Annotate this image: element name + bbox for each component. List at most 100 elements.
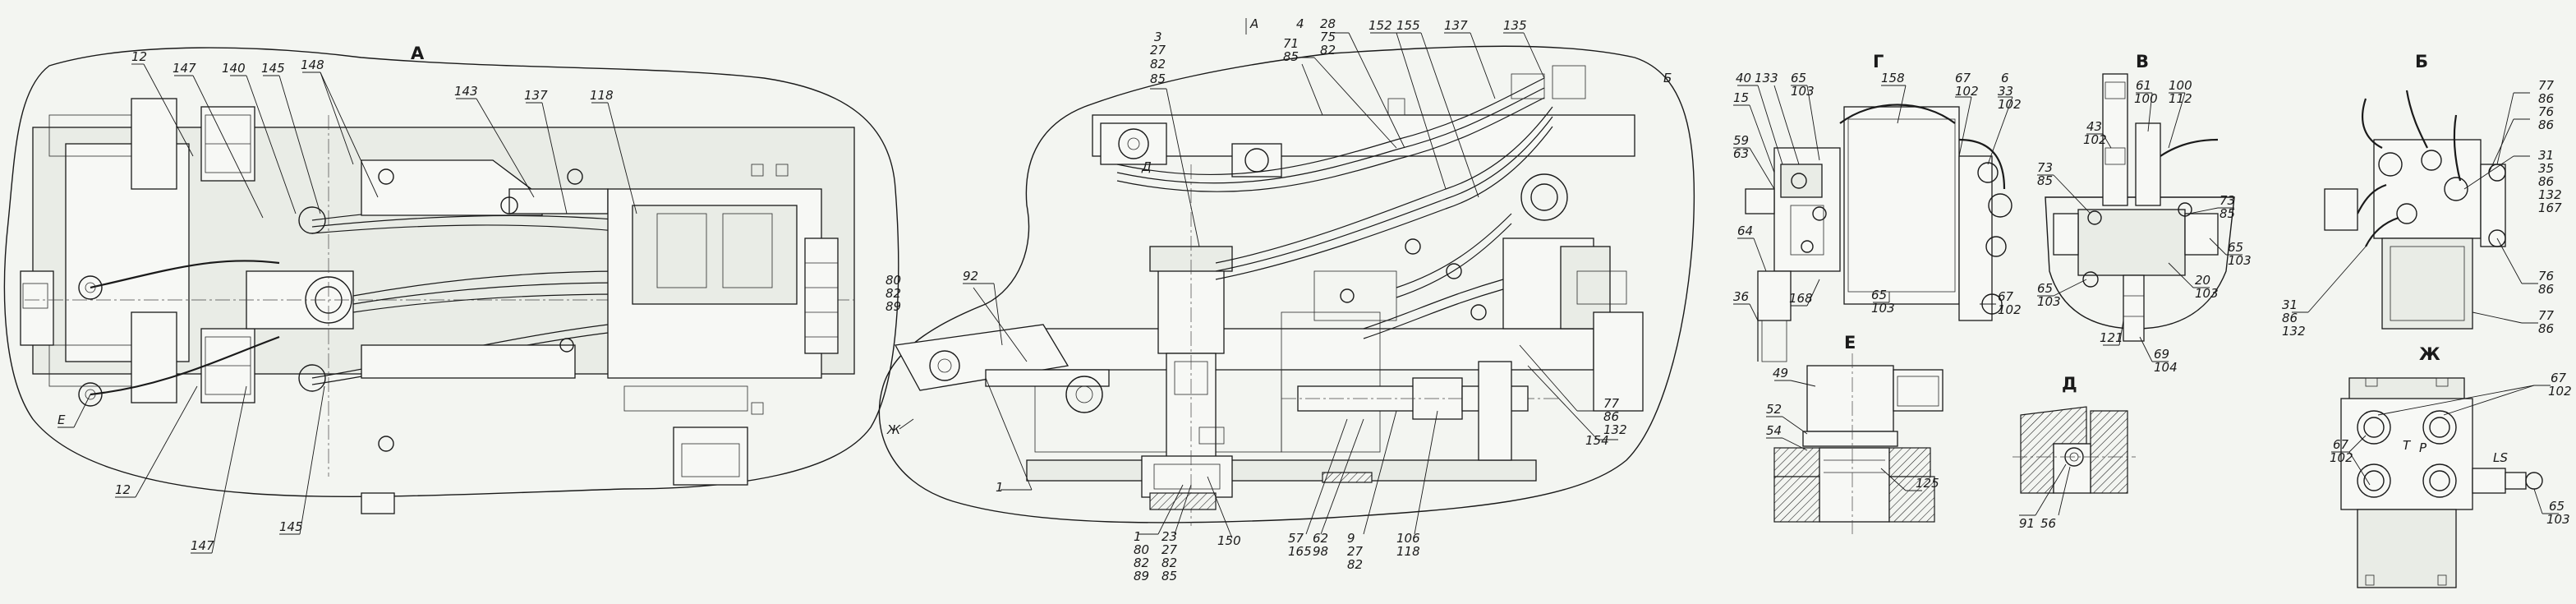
callout: 76 [2538, 269, 2554, 284]
callout: 77 [2538, 308, 2555, 323]
callout: 154 [1585, 433, 1609, 448]
section-mark-d: Д [1141, 159, 1152, 174]
view-d-title: Д [2062, 374, 2077, 394]
callout: 135 [1503, 18, 1527, 33]
callout: 103 [2546, 512, 2570, 527]
callout-side-1: 1 [996, 480, 1004, 495]
view-g-title: Г [1873, 52, 1884, 71]
callout: 64 [1737, 224, 1753, 238]
view-v-title: В [2136, 52, 2149, 71]
view-b-title: Б [2415, 52, 2428, 71]
callout: 86 [2538, 321, 2554, 336]
callout: 43 [2086, 119, 2102, 134]
callout: 65 [2037, 281, 2053, 296]
callout: 82 [1134, 556, 1149, 570]
callout: 132 [2282, 324, 2306, 339]
callout: 9 [1347, 531, 1355, 546]
view-zh-leaders [2331, 385, 2559, 514]
callout: 100 [2134, 91, 2158, 106]
callout: 167 [2538, 201, 2562, 215]
callout: 145 [279, 519, 303, 534]
callout: 82 [886, 286, 901, 301]
callout: 132 [2538, 187, 2562, 202]
port-label-t: T [2403, 438, 2412, 453]
callout: 125 [1916, 476, 1939, 491]
callout: 61 [2136, 78, 2151, 93]
callout: 106 [1396, 531, 1420, 546]
callout: 121 [2100, 330, 2123, 345]
callout: 102 [1998, 97, 2022, 112]
callout: 85 [1150, 71, 1166, 86]
callout: 137 [1444, 18, 1468, 33]
callout: 137 [524, 88, 548, 103]
port-label-p: P [2419, 440, 2427, 455]
callout: 145 [261, 61, 285, 76]
view-b-leaders [2292, 92, 2538, 324]
view-b: Б 77 86 76 86 31 35 86 132 167 [2282, 52, 2562, 339]
callout: 82 [1347, 557, 1363, 572]
callout: 85 [2220, 206, 2235, 221]
view-g-leaders [1733, 85, 2013, 321]
callout: 150 [1217, 533, 1241, 548]
callout: 86 [2538, 282, 2554, 297]
main-view-leaders [963, 32, 1618, 539]
callout: 27 [1162, 542, 1178, 557]
callout: 86 [2538, 91, 2554, 106]
callout: 27 [1347, 544, 1364, 559]
callout: 103 [2037, 294, 2061, 309]
callout: 86 [2282, 311, 2298, 325]
callout: 118 [1396, 544, 1420, 559]
callout: 12 [131, 49, 147, 64]
callout: 73 [2037, 160, 2053, 175]
callout: 77 [2538, 78, 2555, 93]
callout: 103 [2228, 253, 2252, 268]
callout: 103 [1871, 301, 1895, 316]
callout: 147 [191, 538, 214, 553]
callout: 82 [1320, 43, 1336, 58]
callout: 36 [1733, 289, 1749, 304]
callout: 85 [2037, 173, 2053, 188]
callout: 86 [2538, 174, 2554, 189]
callout: 102 [2083, 132, 2107, 147]
callout: 165 [1288, 544, 1312, 559]
callout: 82 [1150, 57, 1166, 71]
callout: 71 [1283, 36, 1299, 51]
callout: 102 [1955, 84, 1979, 99]
view-a-leaders [58, 63, 637, 554]
callout: 143 [454, 84, 478, 99]
view-g: Г [1733, 52, 2022, 362]
callout: 103 [1791, 84, 1815, 99]
callout: 67 [2551, 371, 2567, 385]
callout: 133 [1755, 71, 1778, 85]
view-e-title: Е [1844, 333, 1856, 353]
callout: 57 [1288, 531, 1304, 546]
callout: 31 [2538, 148, 2554, 163]
view-a-title: A [411, 44, 425, 63]
callout: 80 [1134, 542, 1149, 557]
callout: 65 [1871, 288, 1887, 302]
callout: 85 [1283, 49, 1299, 64]
callout: 92 [963, 269, 978, 284]
view-a: A 12 147 140 145 148 143 137 118 12 147 … [3, 44, 899, 554]
callout: 102 [2548, 384, 2572, 399]
callout: 33 [1998, 84, 2013, 99]
callout: 67 [1998, 289, 2014, 304]
callout: 100 [2169, 78, 2192, 93]
callout: 54 [1766, 423, 1782, 438]
callout: 40 [1736, 71, 1751, 85]
callout: 56 [2040, 516, 2056, 531]
section-mark-zh: Ж [886, 422, 901, 437]
callout: 63 [1733, 146, 1749, 161]
view-e-leaders [1766, 380, 1922, 491]
callout: 77 [1603, 396, 1620, 411]
view-zh-title: Ж [2419, 344, 2440, 364]
callout: 12 [115, 482, 131, 497]
callout: 6 [2001, 71, 2009, 85]
callout: 3 [1154, 30, 1162, 44]
callout: 98 [1313, 544, 1328, 559]
callout: 59 [1733, 133, 1749, 148]
callout: 148 [301, 58, 324, 72]
callout: 62 [1313, 531, 1328, 546]
view-e: Е 49 52 54 125 [1766, 333, 1944, 534]
